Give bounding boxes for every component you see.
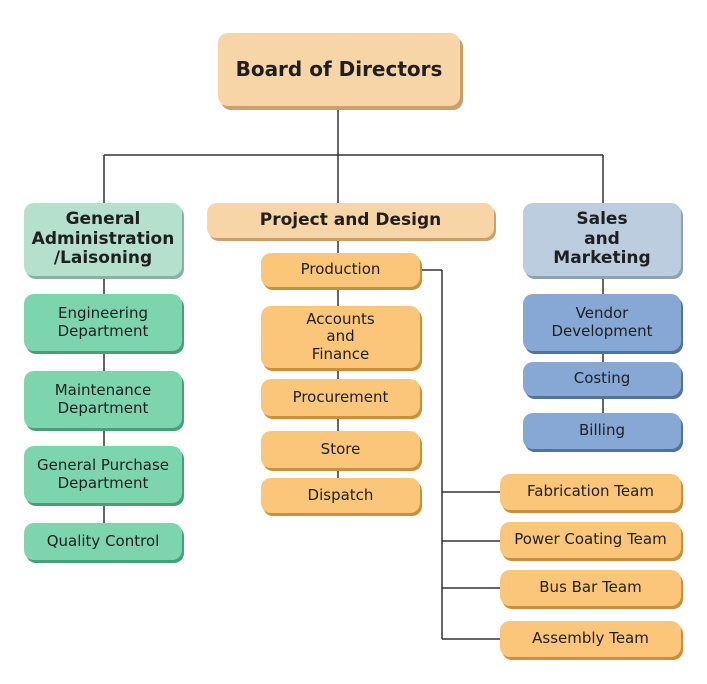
project-item-label: Accounts and Finance [306,310,375,363]
project-header-box: Project and Design [207,203,494,238]
admin-item-label: Engineering Department [57,304,149,340]
admin-item-quality-control: Quality Control [24,523,182,560]
admin-item-engineering: Engineering Department [24,294,182,351]
team-label: Power Coating Team [514,530,667,549]
sales-item-label: Billing [579,421,625,440]
sales-item-costing: Costing [523,362,681,396]
team-fabrication: Fabrication Team [500,474,681,510]
admin-item-label: General Purchase Department [37,456,169,492]
team-label: Bus Bar Team [539,578,642,597]
admin-header-box: General Administration /Laisoning [24,203,182,276]
project-item-production: Production [261,253,420,287]
admin-item-label: Maintenance Department [54,381,152,417]
sales-header-box: Sales and Marketing [523,203,681,276]
admin-header-label: General Administration /Laisoning [31,209,175,269]
sales-item-vendor-development: Vendor Development [523,294,681,351]
team-assembly: Assembly Team [500,621,681,657]
sales-item-label: Costing [573,369,631,388]
sales-header-label: Sales and Marketing [553,209,651,269]
project-item-label: Production [300,260,381,279]
project-item-label: Dispatch [307,485,374,504]
team-label: Assembly Team [532,629,649,648]
admin-item-general-purchase: General Purchase Department [24,446,182,503]
project-item-store: Store [261,431,420,468]
sales-item-label: Vendor Development [551,304,653,340]
project-item-label: Procurement [292,387,389,406]
admin-item-maintenance: Maintenance Department [24,371,182,428]
team-label: Fabrication Team [527,482,654,501]
project-header-label: Project and Design [259,209,442,230]
project-item-procurement: Procurement [261,379,420,416]
project-item-accounts-finance: Accounts and Finance [261,306,420,368]
team-bus-bar: Bus Bar Team [500,570,681,606]
sales-item-billing: Billing [523,413,681,449]
project-item-label: Store [320,439,361,458]
project-item-dispatch: Dispatch [261,478,420,513]
team-power-coating: Power Coating Team [500,522,681,558]
admin-item-label: Quality Control [46,531,160,550]
board-of-directors-box: Board of Directors [218,33,460,106]
board-of-directors-label: Board of Directors [235,57,443,81]
